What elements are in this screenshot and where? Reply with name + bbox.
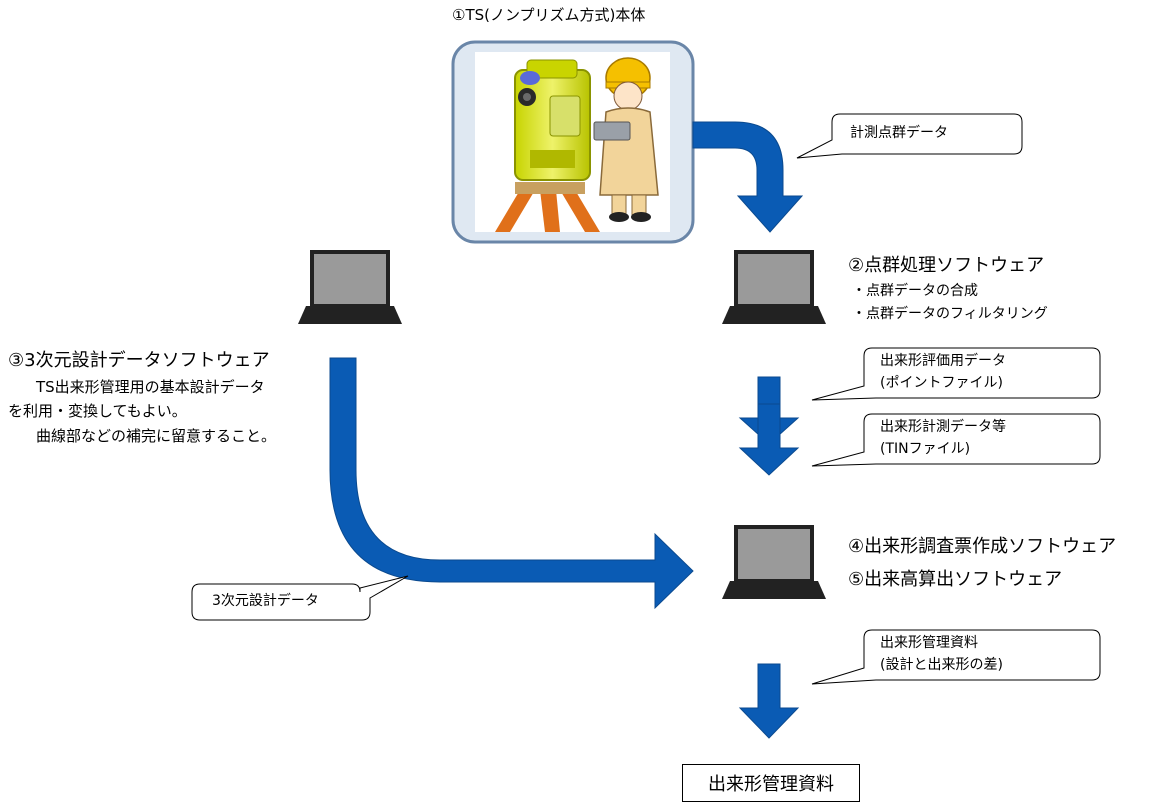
laptop-icon [298, 250, 402, 324]
volume-software-title: ⑤出来高算出ソフトウェア [848, 569, 1063, 590]
form-software-title: ④出来形調査票作成ソフトウェア [848, 536, 1117, 557]
design-software-note-2: を利用・変換してもよい。 [8, 402, 187, 420]
surveyor-icon [593, 57, 659, 222]
callout-point-cloud-data [796, 113, 1023, 159]
callout-design-3d-data [191, 575, 409, 621]
arrow-design-to-form [329, 357, 694, 610]
callout-evaluation-data-line1: 出来形評価用データ [880, 353, 1006, 369]
output-management-material-box: 出来形管理資料 [682, 764, 860, 802]
flow-arrows [329, 121, 804, 739]
callout-measurement-data [811, 413, 1101, 467]
arrow-form-to-output [738, 663, 800, 739]
design-software-note-3: 曲線部などの補完に留意すること。 [36, 427, 277, 445]
design-software-title: ③3次元設計データソフトウェア [8, 350, 270, 371]
laptop-icon [722, 525, 826, 599]
callout-management-material-line2: (設計と出来形の差) [880, 657, 1003, 673]
design-software-note-1: TS出来形管理用の基本設計データ [36, 378, 265, 396]
callout-measurement-data-line2: (TINファイル) [880, 441, 971, 457]
callout-evaluation-data [811, 347, 1101, 401]
arrow-processing-down-2 [738, 403, 800, 476]
output-management-material-label: 出来形管理資料 [708, 774, 834, 795]
callout-management-material-line1: 出来形管理資料 [880, 635, 978, 651]
processing-software-title: ②点群処理ソフトウェア [848, 255, 1045, 276]
callout-measurement-data-line1: 出来形計測データ等 [880, 419, 1006, 435]
processing-item-filter: ・点群データのフィルタリング [852, 306, 1048, 322]
arrow-ts-to-processing [692, 121, 804, 233]
total-station-icon [495, 59, 600, 232]
processing-item-merge: ・点群データの合成 [852, 283, 978, 299]
callout-point-cloud-data-text: 計測点群データ [850, 125, 948, 141]
laptop-icon [722, 250, 826, 324]
callout-design-3d-data-text: 3次元設計データ [212, 593, 319, 609]
callout-management-material [811, 629, 1101, 685]
callout-evaluation-data-line2: (ポイントファイル) [880, 375, 1003, 391]
ts-title: ①TS(ノンプリズム方式)本体 [452, 6, 646, 24]
